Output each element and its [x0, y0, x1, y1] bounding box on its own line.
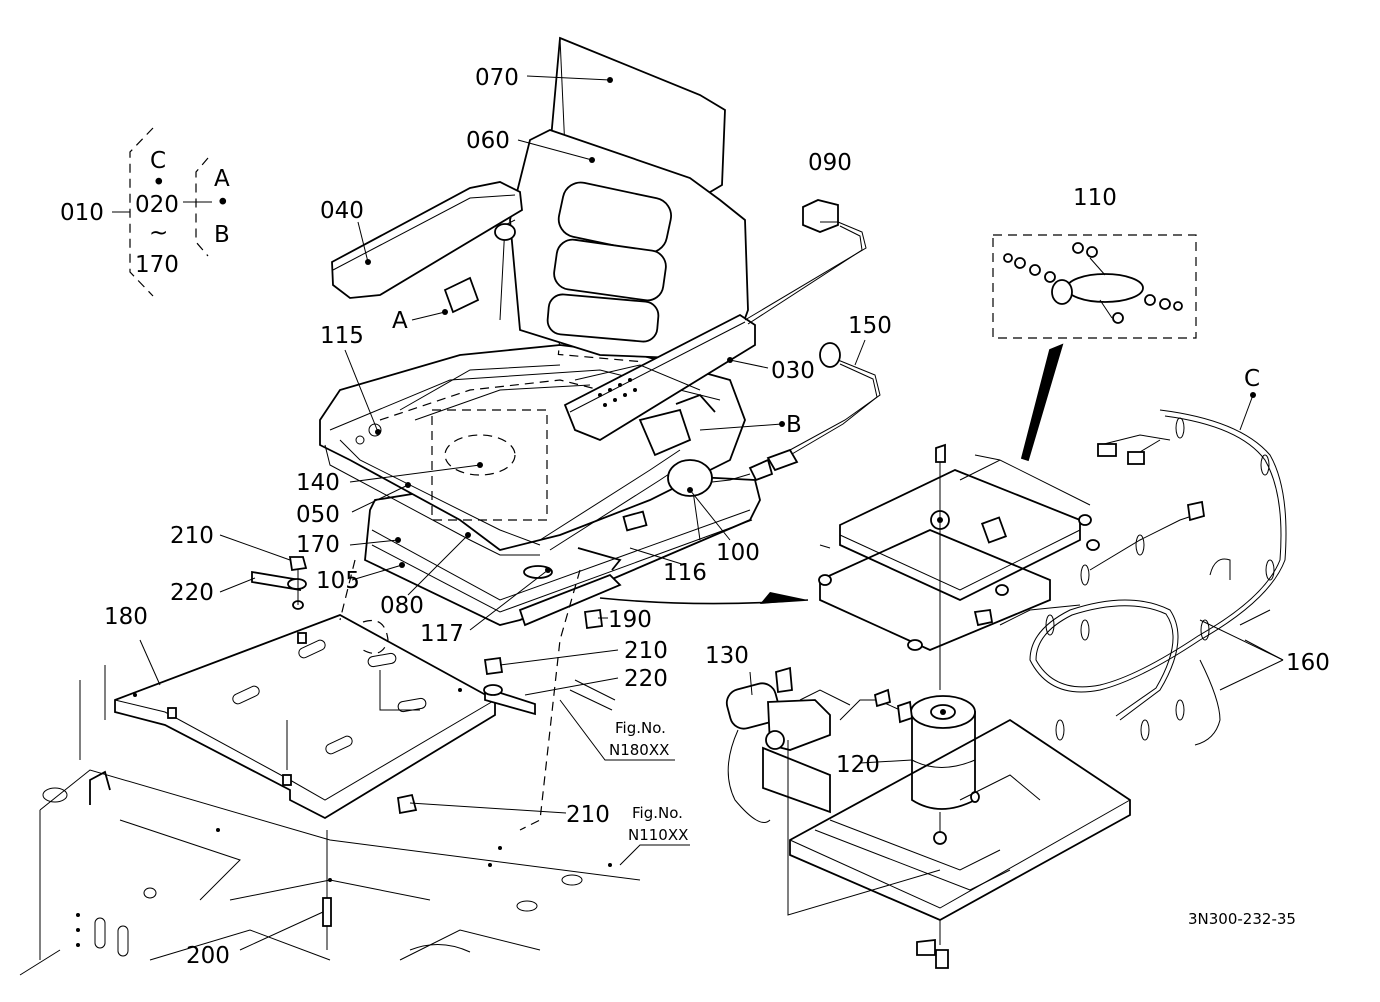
callout-050: 050	[296, 502, 340, 528]
armrest-switch-panel	[598, 378, 637, 407]
hierarchy-side-sep: •	[216, 190, 230, 216]
callout-070: 070	[475, 65, 519, 91]
assembly-arrow-head	[760, 592, 808, 604]
callout-105: 105	[316, 568, 360, 594]
callout-180: 180	[104, 604, 148, 630]
callout-117: 117	[420, 621, 464, 647]
callout-080: 080	[380, 593, 424, 619]
callout-150: 150	[848, 313, 892, 339]
seat-mounting-plate	[114, 614, 496, 820]
fig-ref-code: N180XX	[609, 741, 669, 759]
callout-060: 060	[466, 128, 510, 154]
fasteners	[251, 556, 604, 950]
callout-116: 116	[663, 560, 707, 586]
hierarchy-assembly: 010	[60, 200, 104, 226]
fig-ref-n110xx: Fig.No. N110XX	[628, 804, 688, 844]
callout-200: 200	[186, 943, 230, 969]
air-valve	[725, 666, 913, 823]
callout-090: 090	[808, 150, 852, 176]
hierarchy-sep1: •	[152, 170, 166, 196]
hierarchy-top: C	[150, 148, 166, 174]
fig-ref-n180xx: Fig.No. N180XX	[609, 719, 669, 759]
callout-210-bottom: 210	[566, 802, 610, 828]
callout-190: 190	[608, 607, 652, 633]
detail-110-box	[992, 234, 1197, 462]
callout-130: 130	[705, 643, 749, 669]
hierarchy-range-start: 020	[135, 192, 179, 218]
callout-170: 170	[296, 532, 340, 558]
hierarchy-side-bottom: B	[214, 222, 230, 248]
suspension-frame	[818, 443, 1100, 690]
callout-115: 115	[320, 323, 364, 349]
armrests	[331, 181, 756, 442]
wire-harness-seat	[711, 199, 881, 483]
document-code: 3N300-232-35	[1188, 910, 1296, 928]
callout-040: 040	[320, 198, 364, 224]
callout-210-mid: 210	[624, 638, 668, 664]
callout-030: 030	[771, 358, 815, 384]
callout-120: 120	[836, 752, 880, 778]
seat-mount-plate-right	[787, 718, 1131, 969]
callout-ref-b: B	[786, 412, 802, 438]
hierarchy-range-sep: ~	[149, 220, 168, 246]
callout-ref-c: C	[1244, 366, 1260, 392]
hierarchy-side-top: A	[214, 166, 230, 192]
seat-belt	[443, 276, 716, 551]
callout-160: 160	[1286, 650, 1330, 676]
callout-220-top: 220	[170, 580, 214, 606]
floor-frame	[19, 665, 641, 976]
callout-labels: 070 060 040 A 115 090 110 150 030 B C 14…	[104, 65, 1330, 969]
callout-110: 110	[1073, 185, 1117, 211]
assembly-hierarchy: 010 C • 020 ~ 170 A • B	[60, 127, 230, 297]
fig-ref-label: Fig.No.	[632, 804, 683, 822]
fig-ref-label: Fig.No.	[615, 719, 666, 737]
callout-220-mid: 220	[624, 666, 668, 692]
leader-lines	[139, 75, 1284, 951]
callout-ref-a: A	[392, 308, 408, 334]
seat-backrest	[499, 36, 749, 361]
callout-100: 100	[716, 540, 760, 566]
callout-210-top: 210	[170, 523, 214, 549]
hierarchy-range-end: 170	[135, 252, 179, 278]
callout-140: 140	[296, 470, 340, 496]
wire-harness-main	[973, 409, 1287, 746]
fig-ref-code: N110XX	[628, 826, 688, 844]
air-compressor	[910, 695, 980, 845]
